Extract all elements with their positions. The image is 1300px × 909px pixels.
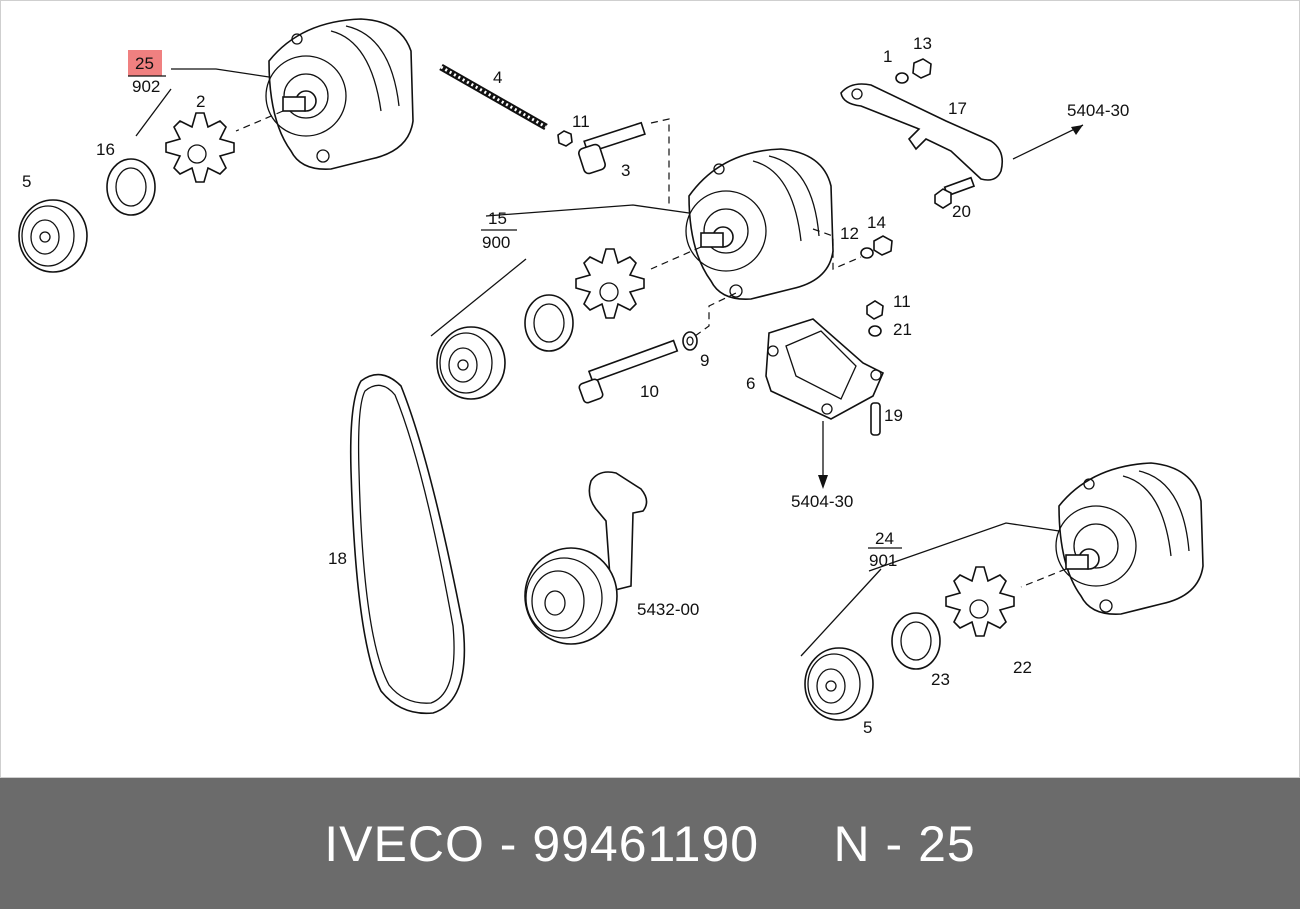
bracket-17 bbox=[840, 83, 1004, 181]
brand-name: IVECO bbox=[324, 815, 485, 872]
callout-22: 22 bbox=[1013, 658, 1032, 677]
callout-11-right: 11 bbox=[893, 292, 911, 311]
caption-separator: - bbox=[484, 815, 533, 872]
washer-12 bbox=[860, 247, 874, 259]
fan-hub-2 bbox=[165, 112, 235, 183]
part-number: 99461190 bbox=[532, 815, 760, 872]
spacer-16 bbox=[106, 158, 156, 216]
bolt-10 bbox=[578, 339, 679, 404]
callout-14: 14 bbox=[867, 213, 886, 232]
parts-diagram: 25 902 2 16 5 4 11 3 1 13 17 5404-30 20 … bbox=[0, 0, 1300, 778]
caption-gap bbox=[759, 816, 833, 872]
nut-13 bbox=[912, 58, 932, 79]
washer-1 bbox=[895, 72, 909, 84]
callout-5404-30-top: 5404-30 bbox=[1067, 101, 1129, 120]
footer-bar: IVECO - 99461190 N - 25 bbox=[0, 778, 1300, 909]
belt-18 bbox=[349, 373, 466, 715]
callout-20: 20 bbox=[952, 202, 971, 221]
callout-18: 18 bbox=[328, 549, 347, 568]
highlight-box-25 bbox=[128, 50, 162, 76]
callout-10: 10 bbox=[640, 382, 659, 401]
callout-12: 12 bbox=[840, 224, 859, 243]
pulley-5-bottom bbox=[804, 647, 874, 721]
position-ref: N - 25 bbox=[833, 815, 976, 872]
leader-15 bbox=[485, 204, 690, 217]
callout-11-top: 11 bbox=[572, 112, 590, 131]
alternator-top-left bbox=[265, 18, 414, 170]
callout-15: 15 bbox=[488, 209, 507, 228]
exploded-view: 25 902 2 16 5 4 11 3 1 13 17 5404-30 20 … bbox=[18, 18, 1204, 737]
fan-hub-22 bbox=[945, 566, 1015, 637]
mount-bracket-6 bbox=[765, 318, 885, 420]
callout-2: 2 bbox=[196, 92, 205, 111]
alternator-center bbox=[685, 148, 834, 300]
footer-caption: IVECO - 99461190 N - 25 bbox=[324, 815, 975, 873]
callout-4: 4 bbox=[493, 68, 502, 87]
callout-901: 901 bbox=[869, 551, 897, 570]
callout-23: 23 bbox=[931, 670, 950, 689]
nut-11-top bbox=[557, 130, 573, 147]
washer-9 bbox=[682, 331, 698, 351]
callout-5404-30-bottom: 5404-30 bbox=[791, 492, 853, 511]
alternator-bottom-right bbox=[1055, 462, 1204, 615]
nut-11-right bbox=[866, 300, 884, 320]
callout-25: 25 bbox=[135, 54, 154, 73]
leader-24 bbox=[868, 522, 1060, 572]
callout-3: 3 bbox=[621, 161, 630, 180]
washer-21 bbox=[868, 325, 882, 337]
callout-5-bottom: 5 bbox=[863, 718, 872, 737]
threaded-rod-4 bbox=[439, 63, 548, 131]
callout-21: 21 bbox=[893, 320, 912, 339]
nut-14 bbox=[873, 235, 893, 256]
callout-13: 13 bbox=[913, 34, 932, 53]
callout-5432-00: 5432-00 bbox=[637, 600, 699, 619]
leader-25 bbox=[171, 68, 270, 78]
callout-6: 6 bbox=[746, 374, 755, 393]
callout-1: 1 bbox=[883, 47, 892, 66]
bolt-20 bbox=[934, 176, 976, 209]
fan-hub-center bbox=[575, 248, 645, 319]
spacer-center bbox=[524, 294, 574, 352]
tensioner-5432 bbox=[524, 471, 648, 645]
callout-902: 902 bbox=[132, 77, 160, 96]
callout-19: 19 bbox=[884, 406, 903, 425]
spacer-23 bbox=[891, 612, 941, 670]
callout-16: 16 bbox=[96, 140, 115, 159]
callout-9: 9 bbox=[700, 351, 709, 370]
stud-19 bbox=[870, 402, 881, 436]
bolt-3 bbox=[578, 121, 646, 175]
pulley-center bbox=[436, 326, 506, 400]
callout-24: 24 bbox=[875, 529, 894, 548]
callout-5-top: 5 bbox=[22, 172, 31, 191]
pulley-5-top bbox=[18, 199, 88, 273]
callout-17: 17 bbox=[948, 99, 967, 118]
callout-900: 900 bbox=[482, 233, 510, 252]
